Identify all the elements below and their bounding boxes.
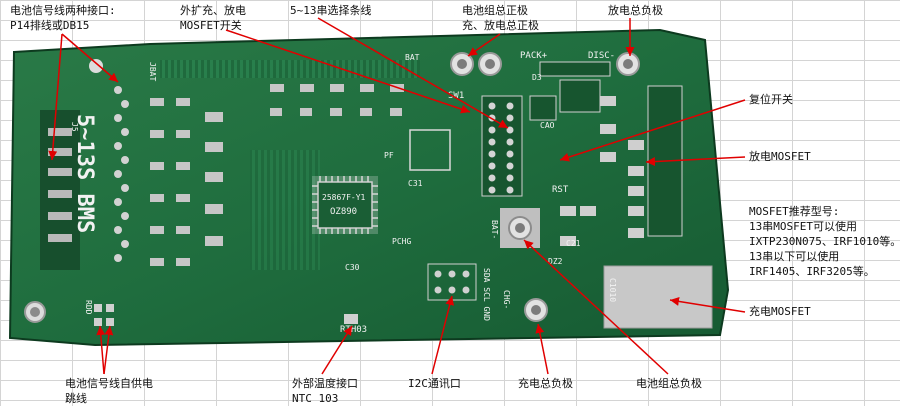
bms-product-silk: 5~13S BMS	[72, 114, 97, 233]
svg-text:JBAT: JBAT	[148, 62, 157, 81]
svg-text:D3: D3	[532, 73, 542, 82]
label-charge-mosfet: 充电MOSFET	[749, 305, 811, 318]
label-self-power-jumper: 电池信号线自供电跳线	[65, 377, 153, 405]
svg-text:C21: C21	[566, 239, 581, 248]
label-signal-port: 电池信号线两种接口:P14排线或DB15	[10, 4, 116, 32]
svg-text:J5: J5	[70, 122, 79, 132]
svg-text:SDA SCL GND: SDA SCL GND	[482, 268, 491, 321]
svg-text:BAT: BAT	[405, 53, 420, 62]
svg-text:SW1: SW1	[448, 91, 464, 101]
svg-text:C30: C30	[345, 263, 360, 272]
label-series-select: 5~13串选择条线	[290, 4, 372, 17]
svg-text:CAO: CAO	[540, 121, 555, 130]
oz890-chip	[312, 176, 378, 234]
svg-text:RTH03: RTH03	[340, 325, 367, 335]
svg-text:C31: C31	[408, 179, 423, 188]
sw1-footprint	[409, 129, 451, 171]
label-charge-negative: 充电总负极	[518, 377, 573, 390]
svg-text:OZ890: OZ890	[330, 207, 357, 217]
label-mosfet-models: MOSFET推荐型号:13串MOSFET可以使用 IXTP230N075、IRF…	[749, 205, 900, 278]
svg-text:BAT-: BAT-	[490, 220, 499, 239]
svg-text:CHG-: CHG-	[502, 290, 511, 309]
series-select-header	[481, 95, 523, 197]
charge-mosfet-pad	[604, 266, 712, 328]
label-pack-negative: 电池组总负极	[636, 377, 702, 390]
label-discharge-negative: 放电总负极	[608, 4, 663, 17]
svg-text:PF: PF	[384, 151, 394, 160]
label-reset-switch: 复位开关	[749, 93, 793, 106]
svg-text:RDD: RDD	[84, 300, 93, 315]
svg-text:RST: RST	[552, 185, 569, 195]
pack-minus-terminal	[500, 208, 540, 248]
svg-text:C1010: C1010	[608, 278, 617, 302]
svg-text:PCHG: PCHG	[392, 237, 411, 246]
svg-text:DISC-: DISC-	[588, 51, 615, 61]
svg-text:25867F-Y1: 25867F-Y1	[322, 193, 366, 202]
label-pack-positive: 电池组总正极充、放电总正极	[462, 4, 539, 32]
svg-text:DZ2: DZ2	[548, 257, 563, 266]
mount-hole-top-left	[89, 59, 103, 73]
label-i2c-port: I2C通讯口	[408, 377, 461, 390]
label-discharge-mosfet: 放电MOSFET	[749, 150, 811, 163]
svg-text:PACK+: PACK+	[520, 51, 548, 61]
